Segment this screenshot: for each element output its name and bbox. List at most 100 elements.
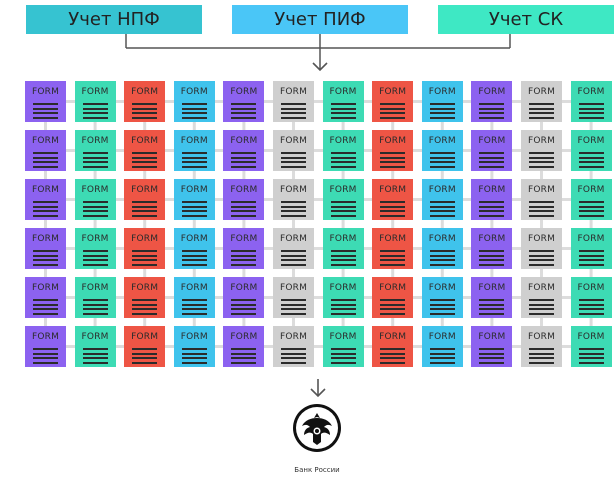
form-tile: FORM xyxy=(173,81,215,122)
document-lines-icon xyxy=(33,152,58,168)
document-lines-icon xyxy=(330,299,356,315)
form-tile: FORM xyxy=(273,228,314,269)
form-tile-label: FORM xyxy=(81,185,109,195)
document-lines-icon xyxy=(429,103,455,119)
form-tile-label: FORM xyxy=(527,185,556,195)
form-tile-label: FORM xyxy=(329,234,357,244)
form-tile: FORM xyxy=(372,228,414,269)
document-lines-icon xyxy=(82,348,108,364)
source-sk-box: Учет СК xyxy=(438,5,614,34)
document-lines-icon xyxy=(132,250,158,266)
document-lines-icon xyxy=(330,103,356,119)
form-tile: FORM xyxy=(421,326,463,367)
form-tile: FORM xyxy=(421,81,463,122)
form-tile-label: FORM xyxy=(180,234,208,244)
form-tile-label: FORM xyxy=(329,185,357,195)
document-lines-icon xyxy=(82,299,108,315)
form-tile: FORM xyxy=(74,277,116,318)
form-tile-label: FORM xyxy=(279,185,308,195)
document-lines-icon xyxy=(578,103,604,119)
document-lines-icon xyxy=(578,348,604,364)
form-tile: FORM xyxy=(223,81,265,122)
document-lines-icon xyxy=(231,103,257,119)
document-lines-icon xyxy=(281,348,306,364)
document-lines-icon xyxy=(181,201,207,217)
form-tile-label: FORM xyxy=(428,332,456,342)
form-tile-label: FORM xyxy=(577,283,605,293)
form-tile: FORM xyxy=(273,326,314,367)
form-tile-label: FORM xyxy=(81,136,109,146)
form-tile: FORM xyxy=(372,130,414,171)
document-lines-icon xyxy=(529,250,554,266)
form-tile-label: FORM xyxy=(379,136,407,146)
form-tile-label: FORM xyxy=(527,283,556,293)
form-tile-label: FORM xyxy=(279,234,308,244)
form-tile-label: FORM xyxy=(527,87,556,97)
document-lines-icon xyxy=(33,103,58,119)
form-tile-label: FORM xyxy=(81,283,109,293)
form-tile-label: FORM xyxy=(379,185,407,195)
document-lines-icon xyxy=(132,152,158,168)
form-tile-label: FORM xyxy=(180,332,208,342)
document-lines-icon xyxy=(529,152,554,168)
document-lines-icon xyxy=(132,201,158,217)
form-tile: FORM xyxy=(173,179,215,220)
form-tile-label: FORM xyxy=(31,283,60,293)
form-tile-label: FORM xyxy=(131,136,159,146)
form-tile-label: FORM xyxy=(478,283,506,293)
form-tile: FORM xyxy=(570,81,612,122)
form-tile: FORM xyxy=(421,228,463,269)
document-lines-icon xyxy=(380,348,406,364)
form-tile-label: FORM xyxy=(478,234,506,244)
document-lines-icon xyxy=(529,348,554,364)
form-tile: FORM xyxy=(223,179,265,220)
form-tile: FORM xyxy=(372,179,414,220)
form-tile-label: FORM xyxy=(379,87,407,97)
document-lines-icon xyxy=(33,348,58,364)
document-lines-icon xyxy=(330,348,356,364)
form-tile: FORM xyxy=(273,179,314,220)
document-lines-icon xyxy=(231,348,257,364)
form-tile-label: FORM xyxy=(428,87,456,97)
document-lines-icon xyxy=(231,299,257,315)
form-tile-label: FORM xyxy=(31,185,60,195)
document-lines-icon xyxy=(380,299,406,315)
form-tile: FORM xyxy=(570,277,612,318)
form-tile-label: FORM xyxy=(478,87,506,97)
form-tile-label: FORM xyxy=(428,136,456,146)
grid-connector-lines xyxy=(25,81,612,367)
form-tile-label: FORM xyxy=(428,234,456,244)
form-tile: FORM xyxy=(124,130,166,171)
document-lines-icon xyxy=(82,103,108,119)
form-tile-label: FORM xyxy=(131,283,159,293)
document-lines-icon xyxy=(578,201,604,217)
form-tile-label: FORM xyxy=(131,185,159,195)
form-tile: FORM xyxy=(173,228,215,269)
form-tile: FORM xyxy=(124,277,166,318)
form-tile: FORM xyxy=(471,179,513,220)
form-tile: FORM xyxy=(521,179,562,220)
form-tile: FORM xyxy=(570,326,612,367)
document-lines-icon xyxy=(82,250,108,266)
document-lines-icon xyxy=(429,201,455,217)
form-tile: FORM xyxy=(521,130,562,171)
form-tile: FORM xyxy=(372,81,414,122)
form-tile-label: FORM xyxy=(428,283,456,293)
form-tile: FORM xyxy=(322,277,364,318)
document-lines-icon xyxy=(380,103,406,119)
bank-of-russia-block: Банк России xyxy=(270,404,364,474)
document-lines-icon xyxy=(380,152,406,168)
form-tile-label: FORM xyxy=(31,136,60,146)
form-tile: FORM xyxy=(521,81,562,122)
double-headed-eagle-icon xyxy=(293,404,341,452)
form-tile: FORM xyxy=(421,277,463,318)
document-lines-icon xyxy=(281,201,306,217)
form-tile-label: FORM xyxy=(230,234,258,244)
form-tile-label: FORM xyxy=(279,283,308,293)
form-tile: FORM xyxy=(322,81,364,122)
arrow-head-to-forms xyxy=(312,62,328,72)
form-tile: FORM xyxy=(25,179,66,220)
form-tile-label: FORM xyxy=(31,332,60,342)
form-tile-label: FORM xyxy=(577,87,605,97)
document-lines-icon xyxy=(33,299,58,315)
